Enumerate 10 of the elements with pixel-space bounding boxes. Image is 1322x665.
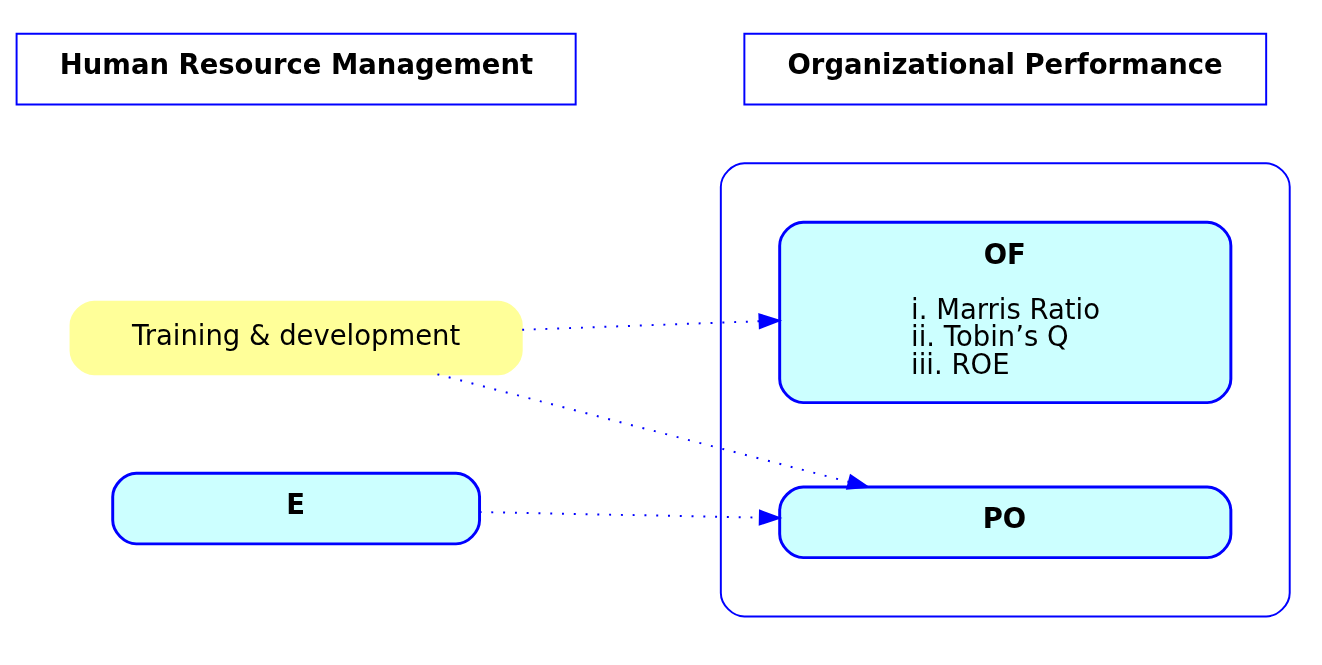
node-box: Human Resource Management bbox=[15, 32, 577, 105]
node-box: Organizational Performance bbox=[743, 32, 1268, 105]
cluster bbox=[719, 161, 1291, 617]
arrow bbox=[478, 508, 783, 526]
node-box: E bbox=[111, 471, 482, 545]
node-box: PO bbox=[778, 485, 1233, 559]
node-box: OF i. Marris Ratio ii. Tobin’s Q iii. ROE bbox=[778, 220, 1233, 404]
arrow bbox=[436, 372, 871, 490]
node-box: Training & development bbox=[69, 300, 523, 375]
arrow bbox=[521, 312, 783, 331]
